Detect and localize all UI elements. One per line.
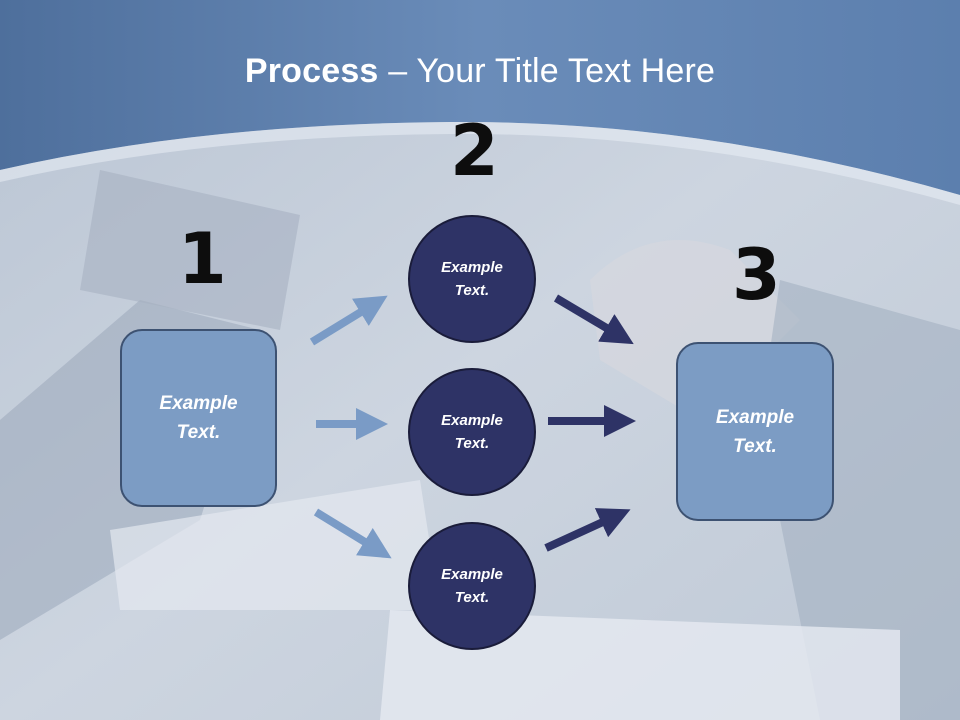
step-number-1: 1 — [178, 218, 227, 300]
right-box-line-2: Text. — [733, 435, 777, 457]
circle-top-line-1: Example — [441, 259, 503, 276]
arrow-bottom-to-right — [544, 508, 631, 552]
step-number-3: 3 — [732, 234, 781, 316]
title-bold: Process — [244, 52, 379, 90]
circle-middle-line-2: Text. — [454, 435, 490, 452]
slide-title: Process – Your Title Text Here — [0, 52, 960, 91]
title-rest: – Your Title Text Here — [378, 52, 716, 90]
circle-bottom-line-2: Text. — [454, 589, 490, 606]
right-box-line-1: Example — [715, 406, 795, 428]
arrow-left-to-bottom — [313, 508, 392, 559]
arrow-top-to-right — [553, 294, 634, 345]
circle-bottom-line-1: Example — [441, 566, 503, 583]
arrow-left-to-top — [309, 295, 388, 346]
step-number-2: 2 — [450, 110, 499, 192]
left-box-line-2: Text. — [176, 422, 221, 443]
circle-middle-line-1: Example — [441, 412, 503, 429]
circle-top-line-2: Text. — [454, 282, 490, 299]
left-box-line-1: Example — [159, 393, 238, 414]
